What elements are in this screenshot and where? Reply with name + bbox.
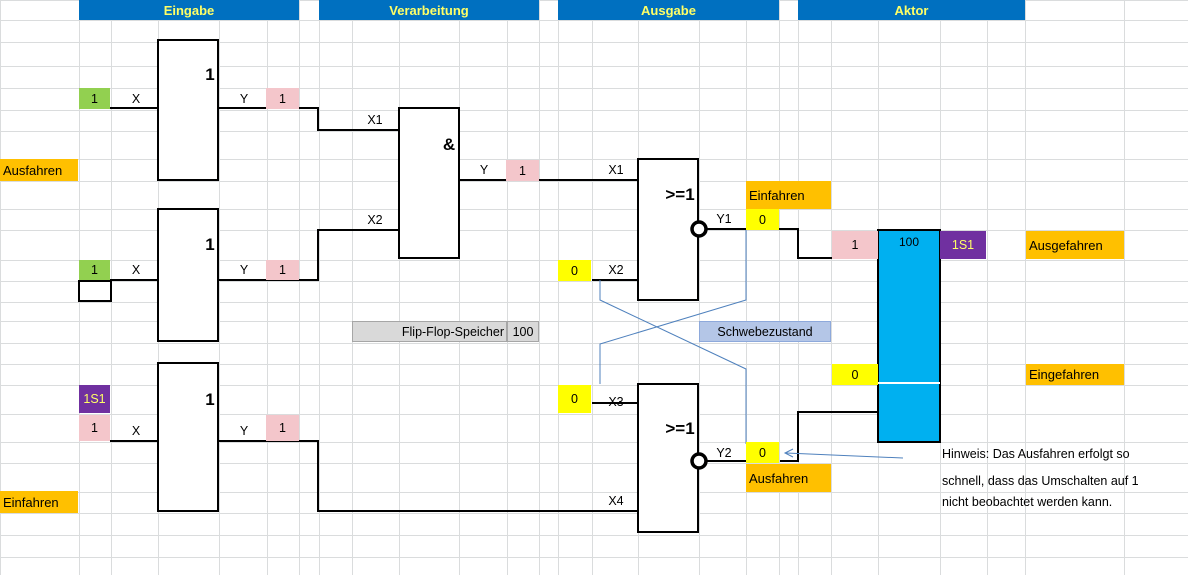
schwebezustand-label[interactable]: Schwebezustand xyxy=(699,321,831,342)
cylinder-value: 100 xyxy=(898,235,920,249)
aktor-ausgefahren-label[interactable]: Ausgefahren xyxy=(1026,231,1124,259)
not-gate-3-box xyxy=(157,362,219,512)
output-ausfahren-label[interactable]: Ausfahren xyxy=(746,464,831,492)
not-gate-3-input-label: X xyxy=(131,424,141,438)
header-aktor[interactable]: Aktor xyxy=(798,0,1025,20)
input-2-value[interactable]: 1 xyxy=(79,260,110,280)
aktor-sensor-label[interactable]: 1S1 xyxy=(940,231,986,259)
or-gate-2-output-value[interactable]: 0 xyxy=(746,442,779,463)
and-gate-input-1-label: X1 xyxy=(367,113,383,127)
input-ausfahren-label[interactable]: Ausfahren xyxy=(0,159,78,181)
hinweis-line-3: nicht beobachtet werden kann. xyxy=(942,495,1113,509)
flipflop-value[interactable]: 100 xyxy=(507,321,539,342)
header-verarbeitung[interactable]: Verarbeitung xyxy=(319,0,539,20)
or-gate-1-input-1-label: X1 xyxy=(608,163,624,177)
or-gate-2-box xyxy=(637,383,699,533)
not-gate-2-symbol: 1 xyxy=(205,235,215,254)
or-gate-1-inversion xyxy=(690,220,708,238)
feedback-connectors xyxy=(599,230,904,459)
or-gate-2-input-1-value[interactable]: 0 xyxy=(558,385,591,413)
or-gate-1-input-2-label: X2 xyxy=(608,263,624,277)
or-gate-1-output-value[interactable]: 0 xyxy=(746,209,779,230)
or-gate-2-input-2-label: X4 xyxy=(608,494,624,508)
selected-cell[interactable] xyxy=(78,280,112,302)
hinweis-line-2: schnell, dass das Umschalten auf 1 xyxy=(942,474,1139,488)
output-einfahren-label[interactable]: Einfahren xyxy=(746,181,831,209)
aktor-eingefahren-label[interactable]: Eingefahren xyxy=(1026,364,1124,385)
or-gate-1-output-label: Y1 xyxy=(716,212,732,226)
not-gate-2-output-value[interactable]: 1 xyxy=(266,260,299,280)
and-gate-output-label: Y xyxy=(479,163,489,177)
input-einfahren-label[interactable]: Einfahren xyxy=(0,491,78,513)
not-gate-1-output-value[interactable]: 1 xyxy=(266,88,299,109)
not-gate-3-output-value[interactable]: 1 xyxy=(266,415,299,441)
and-gate-input-2-label: X2 xyxy=(367,213,383,227)
or-gate-1-symbol: >=1 xyxy=(665,185,695,204)
aktor-top-value[interactable]: 1 xyxy=(832,231,878,259)
not-gate-2-box xyxy=(157,208,219,342)
cylinder-body xyxy=(877,229,941,443)
not-gate-3-output-label: Y xyxy=(239,424,249,438)
not-gate-2-output-label: Y xyxy=(239,263,249,277)
header-ausgabe[interactable]: Ausgabe xyxy=(558,0,779,20)
not-gate-1-output-label: Y xyxy=(239,92,249,106)
flipflop-label[interactable]: Flip-Flop-Speicher xyxy=(352,321,507,342)
or-gate-2-inversion xyxy=(690,452,708,470)
or-gate-2-output-label: Y2 xyxy=(716,446,732,460)
input-3-sensor-label[interactable]: 1S1 xyxy=(79,385,110,413)
not-gate-1-box xyxy=(157,39,219,181)
aktor-bottom-value[interactable]: 0 xyxy=(832,364,878,385)
not-gate-1-input-label: X xyxy=(131,92,141,106)
not-gate-3-symbol: 1 xyxy=(205,390,215,409)
not-gate-2-input-label: X xyxy=(131,263,141,277)
input-1-value[interactable]: 1 xyxy=(79,88,110,109)
or-gate-1-box xyxy=(637,158,699,301)
header-eingabe[interactable]: Eingabe xyxy=(79,0,299,20)
input-3-value[interactable]: 1 xyxy=(79,415,110,441)
and-gate-output-value[interactable]: 1 xyxy=(506,160,539,181)
or-gate-1-input-2-value[interactable]: 0 xyxy=(558,260,591,281)
and-gate-symbol: & xyxy=(442,135,456,154)
and-gate-box xyxy=(398,107,460,259)
or-gate-2-symbol: >=1 xyxy=(665,419,695,438)
hinweis-line-1: Hinweis: Das Ausfahren erfolgt so xyxy=(942,447,1130,461)
not-gate-1-symbol: 1 xyxy=(205,65,215,84)
or-gate-2-input-1-label: X3 xyxy=(608,395,624,409)
